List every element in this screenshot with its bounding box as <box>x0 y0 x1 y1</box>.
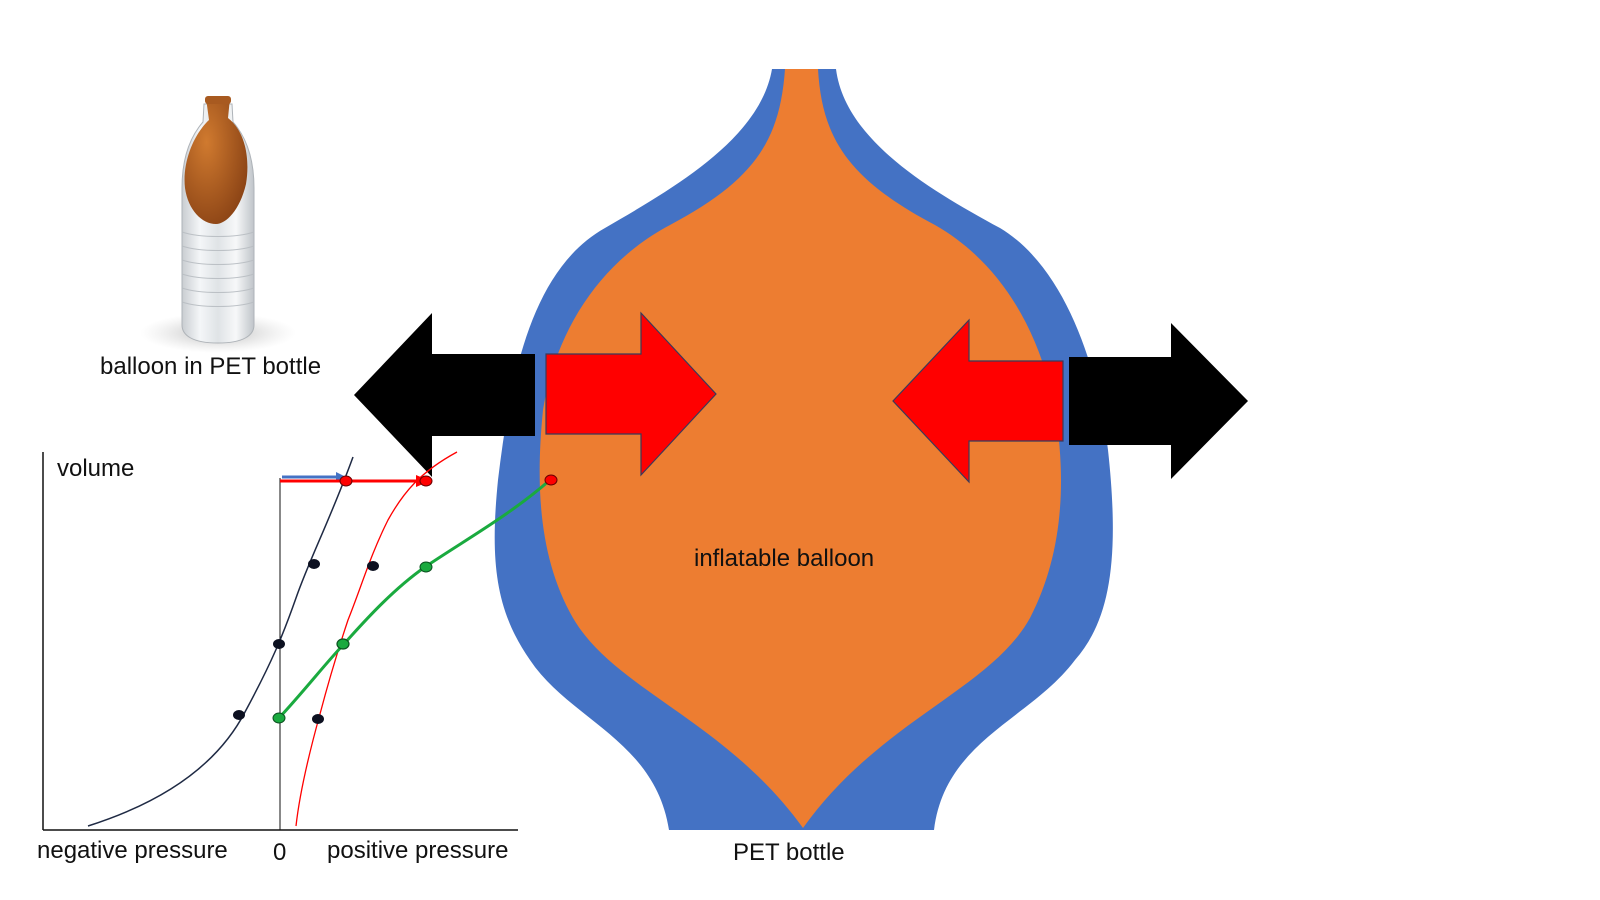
outward-pressure-arrow-left-icon <box>354 313 535 477</box>
inflatable-balloon-label: inflatable balloon <box>694 545 874 572</box>
data-point <box>336 638 350 650</box>
inward-pressure-arrow-right-icon <box>892 318 1064 484</box>
data-point <box>272 712 286 724</box>
data-point <box>312 714 324 724</box>
zero-label: 0 <box>273 839 286 866</box>
outward-pressure-arrow-right-icon <box>1069 323 1248 479</box>
data-point <box>308 559 320 569</box>
data-point <box>273 639 285 649</box>
balloon-in-bottle-label: balloon in PET bottle <box>100 353 321 380</box>
positive-pressure-label: positive pressure <box>327 837 508 864</box>
data-point <box>544 474 558 486</box>
free-balloon-curve <box>87 456 354 827</box>
inward-pressure-arrow-left-icon <box>545 311 717 477</box>
negative-pressure-label: negative pressure <box>37 837 228 864</box>
data-point <box>233 710 245 720</box>
data-point <box>419 561 433 573</box>
volume-axis-label: volume <box>57 455 134 482</box>
inflatable-balloon-shape <box>539 69 1062 828</box>
data-point <box>339 475 353 487</box>
data-point <box>367 561 379 571</box>
pet-bottle-label: PET bottle <box>733 839 845 866</box>
data-point <box>419 475 433 487</box>
bottle-only-curve <box>295 451 458 827</box>
pressure-volume-graph: volume negative pressure 0 positive pres… <box>37 451 558 866</box>
balloon-in-bottle-curve <box>277 478 551 720</box>
balloon-in-bottle-photo-icon <box>140 96 296 353</box>
